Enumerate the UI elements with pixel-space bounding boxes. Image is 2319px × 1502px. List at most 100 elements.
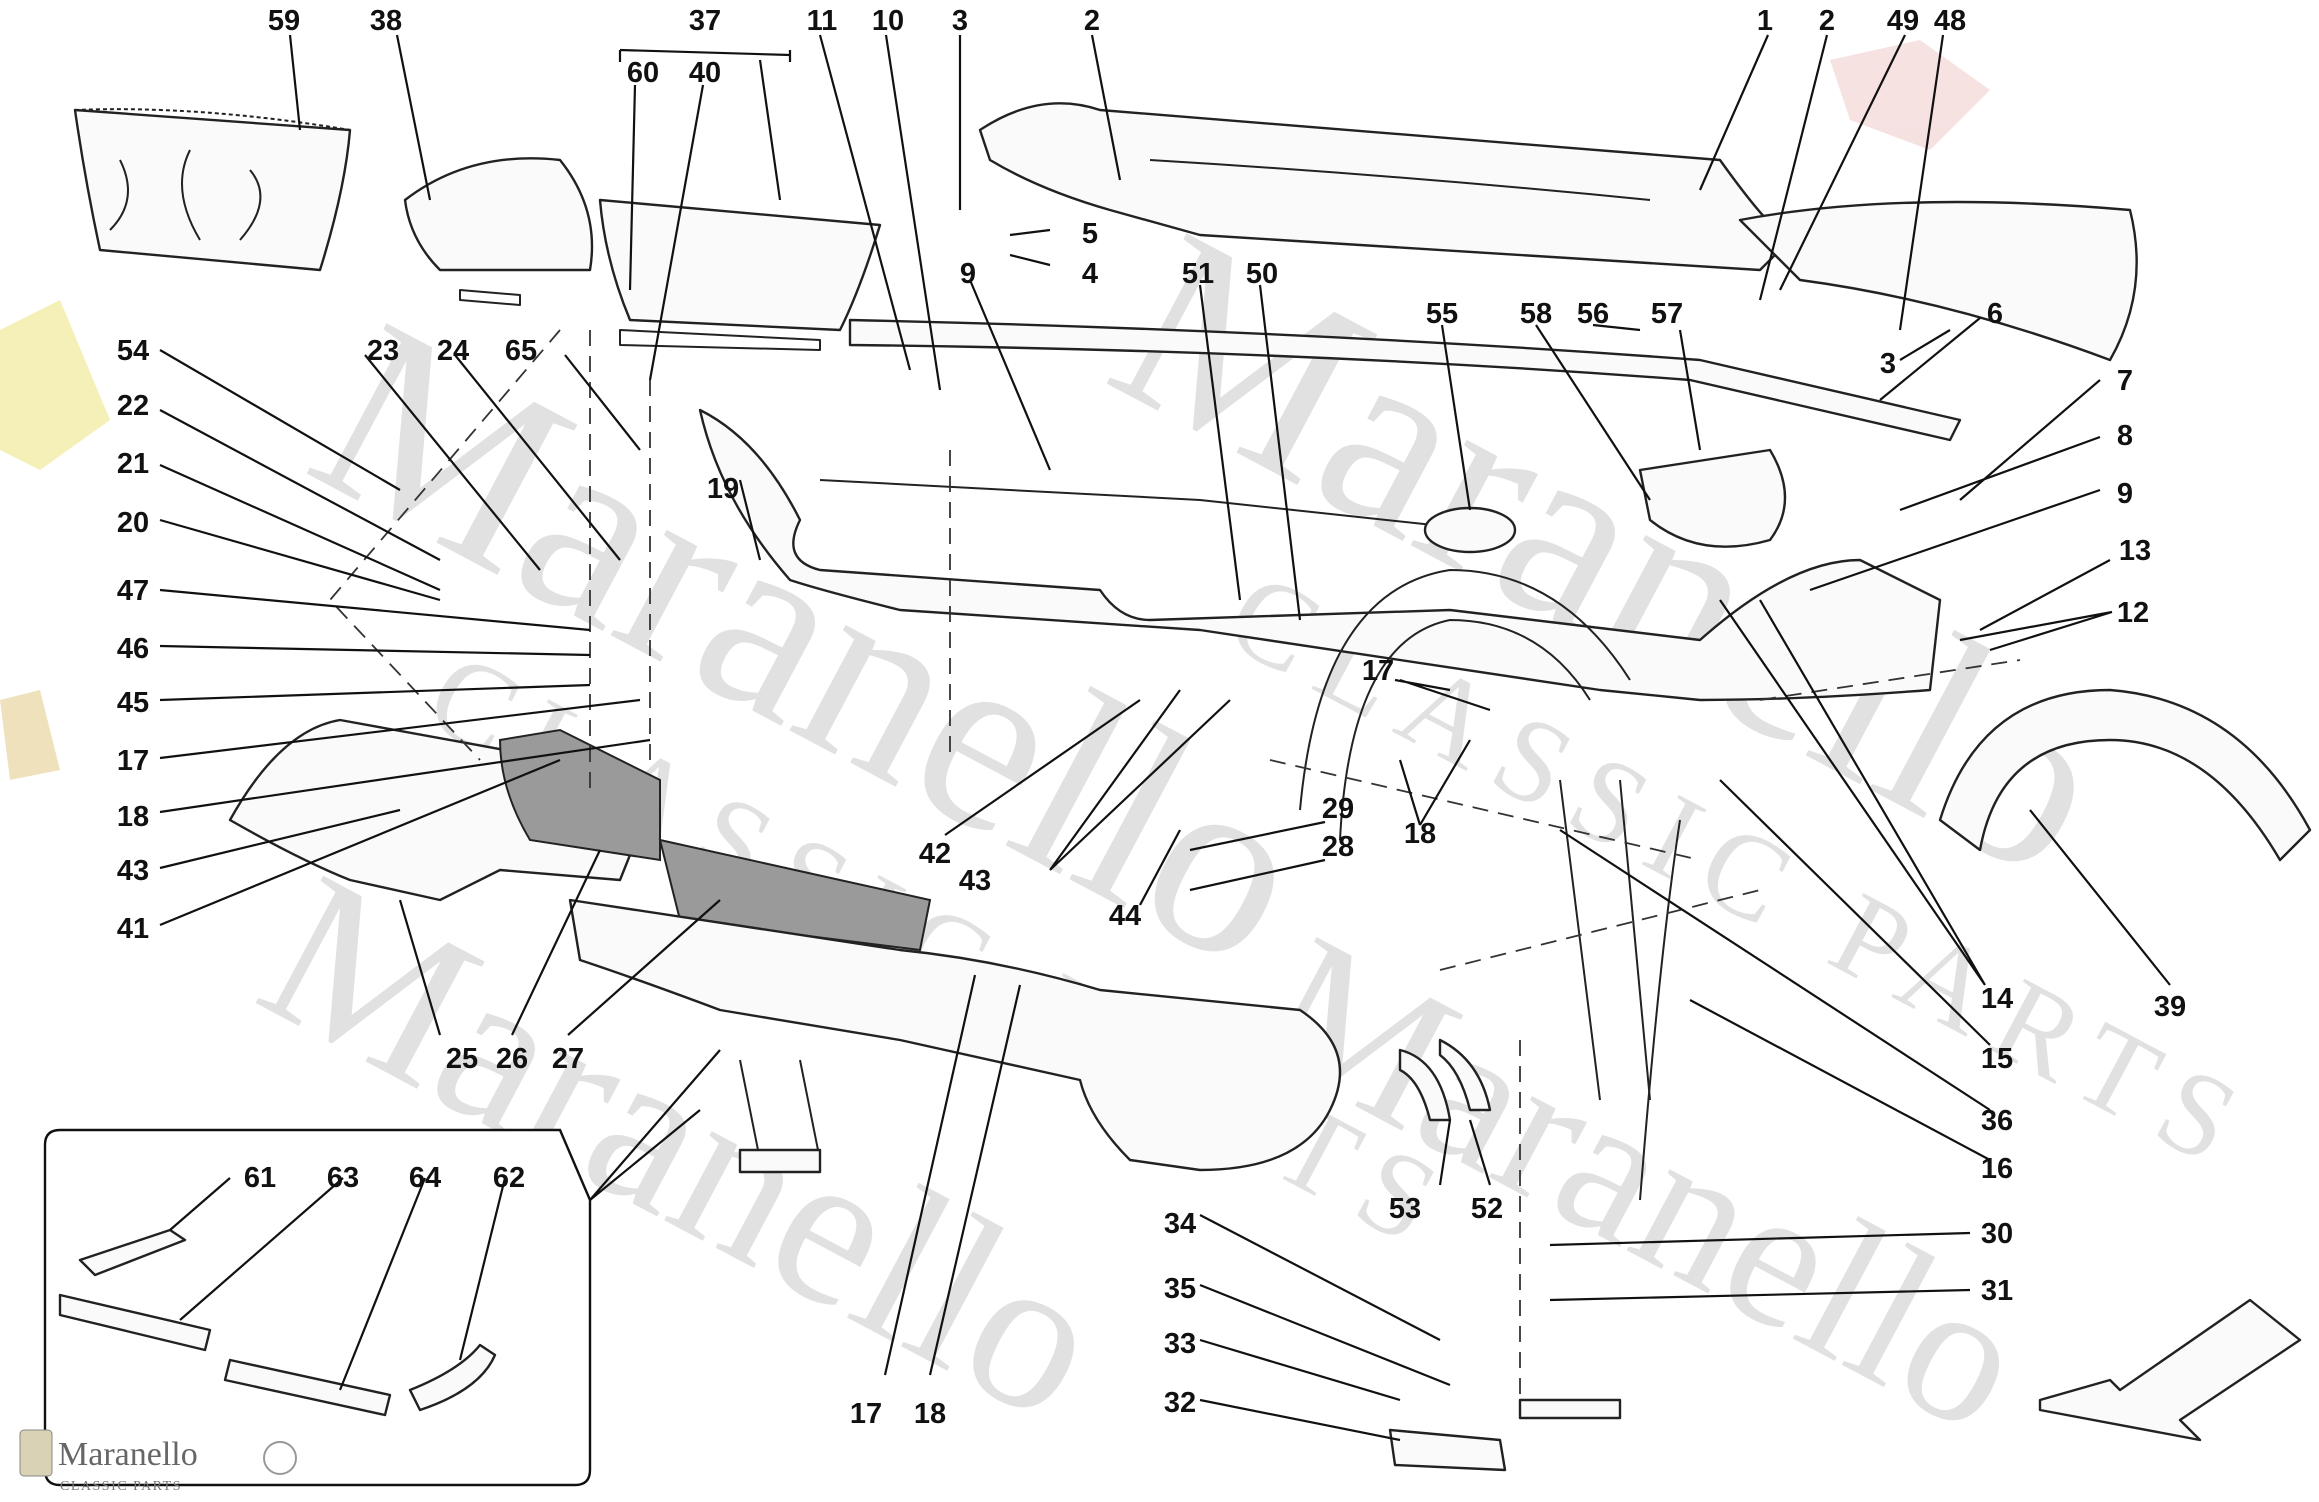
callout-6: 6 (1987, 298, 2003, 330)
callout-64: 64 (409, 1162, 441, 1194)
callout-28: 28 (1322, 831, 1354, 863)
callout-60: 60 (627, 57, 659, 89)
callout-63: 63 (327, 1162, 359, 1194)
part-52-strip (1438, 1038, 1492, 1112)
callout-57: 57 (1651, 298, 1683, 330)
callout-37: 37 (689, 5, 721, 37)
direction-arrow (2038, 1298, 2302, 1442)
shield-icon (19, 1429, 53, 1477)
part-left-foot (738, 1148, 822, 1174)
part-63 (58, 1293, 212, 1352)
callout-41: 41 (117, 913, 149, 945)
callout-45: 45 (117, 687, 149, 719)
part-37-wind-deflector (598, 198, 882, 332)
callout-49: 49 (1887, 5, 1919, 37)
callout-38: 38 (370, 5, 402, 37)
part-55-lid (1423, 506, 1517, 554)
callout-51: 51 (1182, 258, 1214, 290)
part-26-foam (498, 728, 661, 862)
callout-27: 27 (552, 1043, 584, 1075)
callout-4: 4 (1082, 258, 1098, 290)
part-59-storage-bag (73, 108, 352, 272)
callout-22: 22 (117, 390, 149, 422)
callout-18-left: 18 (117, 801, 149, 833)
callout-1: 1 (1757, 5, 1773, 37)
callout-15: 15 (1981, 1043, 2013, 1075)
callout-2-right: 2 (1819, 5, 1835, 37)
trident-icon (263, 1441, 297, 1475)
callout-20: 20 (117, 507, 149, 539)
leader-lines (159, 34, 2171, 1442)
callout-29: 29 (1322, 793, 1354, 825)
callout-24: 24 (437, 335, 469, 367)
part-38-mesh-net (403, 157, 594, 272)
callout-33: 33 (1164, 1328, 1196, 1360)
callout-9-top: 9 (960, 258, 976, 290)
callout-55: 55 (1426, 298, 1458, 330)
callout-3-top: 3 (952, 5, 968, 37)
callout-17-mid: 17 (1362, 655, 1394, 687)
callout-25: 25 (446, 1043, 478, 1075)
callout-23: 23 (367, 335, 399, 367)
callout-54: 54 (117, 335, 149, 367)
callout-17-left: 17 (117, 745, 149, 777)
callout-labels: 59 38 37 60 40 11 10 3 2 1 2 49 48 5 4 9… (117, 5, 2186, 1430)
callout-17-bottom: 17 (850, 1398, 882, 1430)
callout-40: 40 (689, 57, 721, 89)
part-19-frame (698, 408, 1942, 702)
part-1-tonneau-cover (978, 102, 1792, 272)
part-64 (223, 1358, 392, 1417)
callout-32: 32 (1164, 1387, 1196, 1419)
callout-14: 14 (1981, 983, 2013, 1015)
watermark-flag-right (1830, 40, 1990, 150)
callout-19: 19 (707, 473, 739, 505)
callout-26: 26 (496, 1043, 528, 1075)
callout-35: 35 (1164, 1273, 1196, 1305)
part-27-foam (658, 838, 932, 952)
callout-31: 31 (1981, 1275, 2013, 1307)
callout-43-mid: 43 (959, 865, 991, 897)
part-57-cup (1638, 448, 1787, 548)
callout-61: 61 (244, 1162, 276, 1194)
watermark-flag-left (0, 690, 60, 780)
callout-58: 58 (1520, 298, 1552, 330)
callout-44: 44 (1109, 900, 1141, 932)
part-62 (408, 1343, 497, 1412)
callout-9-right: 9 (2117, 478, 2133, 510)
part-lower-trough (568, 898, 1342, 1172)
callout-21: 21 (117, 448, 149, 480)
callout-12: 12 (2117, 597, 2149, 629)
callout-46: 46 (117, 633, 149, 665)
brand-tagline: CLASSIC PARTS (60, 1479, 182, 1494)
callout-59: 59 (268, 5, 300, 37)
callout-50: 50 (1246, 258, 1278, 290)
callout-62: 62 (493, 1162, 525, 1194)
callout-65: 65 (505, 335, 537, 367)
watermark-shield-left (0, 300, 110, 470)
inset-detail-box (43, 1049, 721, 1487)
callout-13: 13 (2119, 535, 2151, 567)
callout-39: 39 (2154, 991, 2186, 1023)
callout-18-bottom: 18 (914, 1398, 946, 1430)
callout-7: 7 (2117, 365, 2133, 397)
callout-10: 10 (872, 5, 904, 37)
part-32-bracket (1388, 1428, 1507, 1472)
callout-34: 34 (1164, 1208, 1196, 1240)
brand-logo: Maranello CLASSIC PARTS (19, 1429, 297, 1494)
callout-2-top: 2 (1084, 5, 1100, 37)
callout-30: 30 (1981, 1218, 2013, 1250)
callout-5: 5 (1082, 218, 1098, 250)
callout-48: 48 (1934, 5, 1966, 37)
callout-3-right: 3 (1880, 348, 1896, 380)
callout-16: 16 (1981, 1153, 2013, 1185)
callout-43-left: 43 (117, 855, 149, 887)
callout-47: 47 (117, 575, 149, 607)
callout-8: 8 (2117, 420, 2133, 452)
part-61 (78, 1228, 187, 1277)
callout-42: 42 (919, 838, 951, 870)
callout-52: 52 (1471, 1193, 1503, 1225)
part-right-foot (1518, 1398, 1622, 1420)
part-6-seal-rail (848, 318, 1962, 442)
part-48-rear-panel (1738, 200, 2138, 362)
